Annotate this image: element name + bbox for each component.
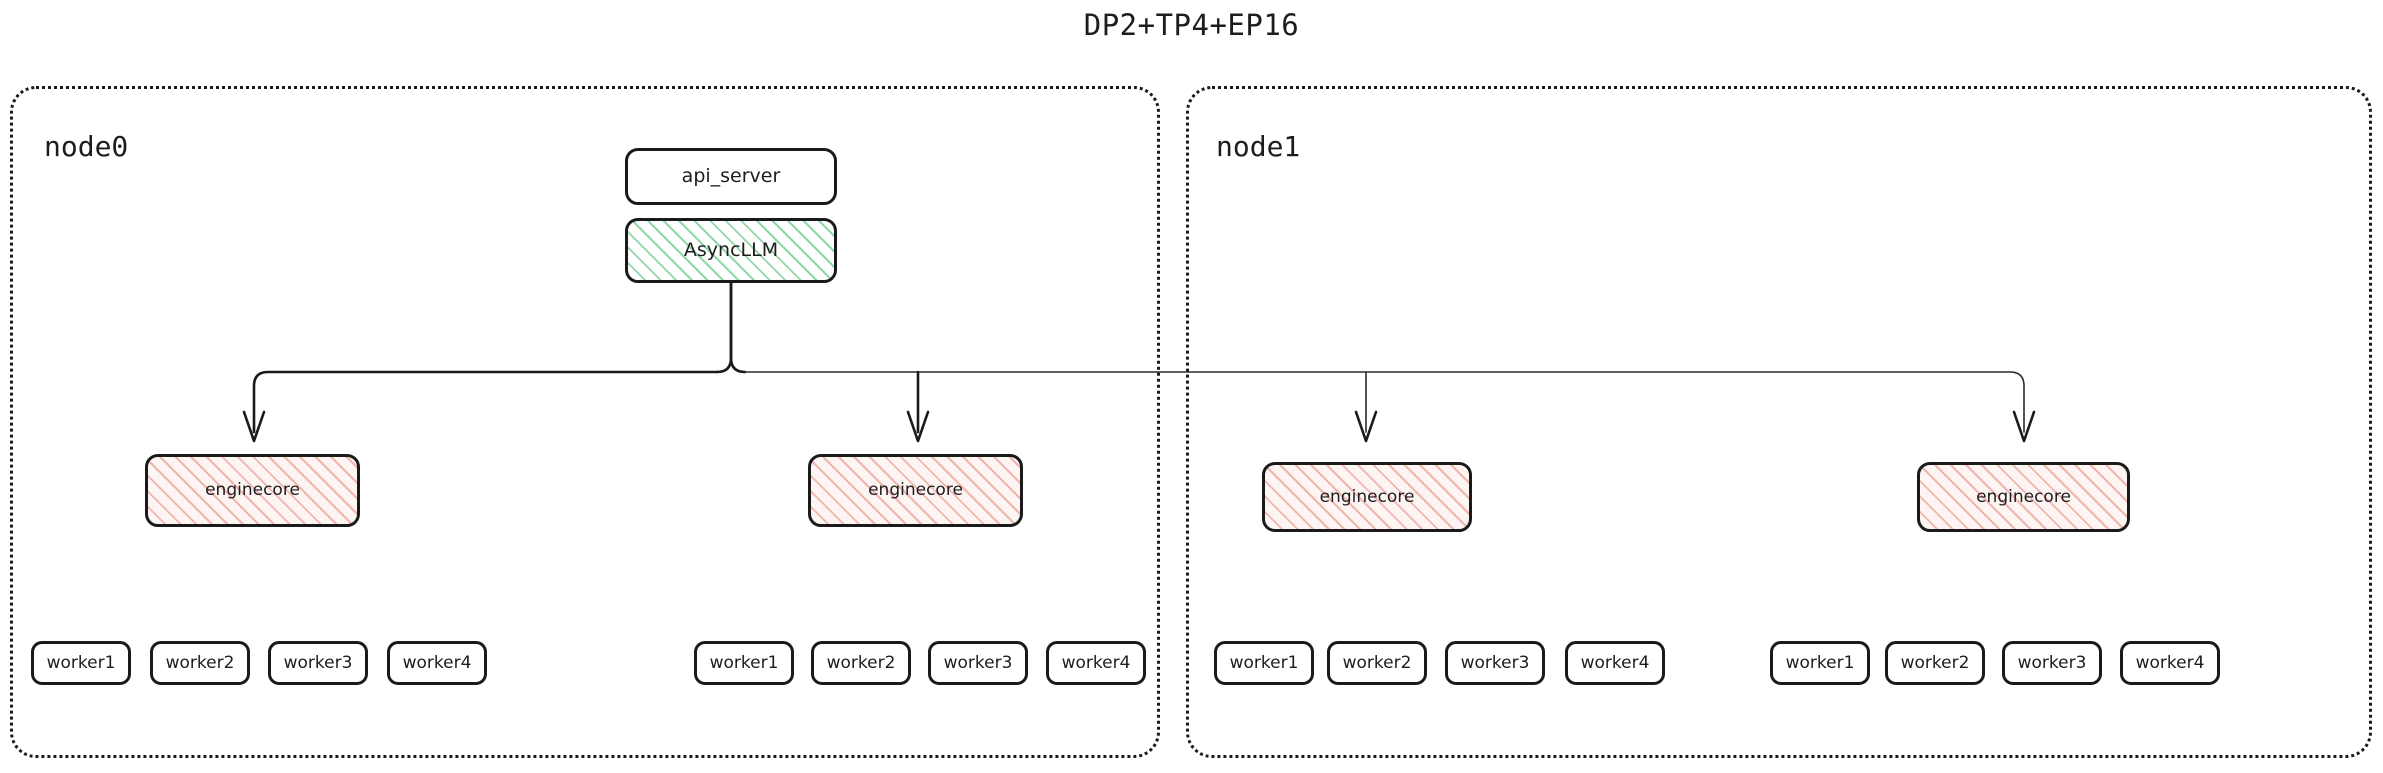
worker-label: worker3 — [943, 652, 1013, 673]
worker-box[interactable]: worker1 — [694, 641, 794, 685]
worker-box[interactable]: worker3 — [1445, 641, 1545, 685]
worker-box[interactable]: worker3 — [2002, 641, 2102, 685]
enginecore-label: enginecore — [868, 480, 963, 501]
enginecore-box[interactable]: enginecore — [808, 454, 1023, 527]
worker-label: worker1 — [1229, 652, 1299, 673]
worker-label: worker4 — [2135, 652, 2205, 673]
enginecore-label: enginecore — [1319, 486, 1415, 507]
enginecore-label: enginecore — [205, 480, 300, 501]
enginecore-label: enginecore — [1976, 486, 2071, 507]
worker-box[interactable]: worker1 — [1214, 641, 1314, 685]
worker-label: worker2 — [165, 652, 235, 673]
worker-box[interactable]: worker2 — [1327, 641, 1427, 685]
worker-box[interactable]: worker2 — [150, 641, 250, 685]
worker-label: worker2 — [1900, 652, 1970, 673]
worker-box[interactable]: worker4 — [2120, 641, 2220, 685]
async-llm-box[interactable]: AsyncLLM — [625, 218, 837, 283]
node0-label: node0 — [44, 130, 129, 163]
worker-label: worker1 — [709, 652, 779, 673]
worker-box[interactable]: worker3 — [268, 641, 368, 685]
worker-label: worker3 — [283, 652, 353, 673]
worker-box[interactable]: worker2 — [811, 641, 911, 685]
worker-box[interactable]: worker1 — [1770, 641, 1870, 685]
worker-box[interactable]: worker4 — [387, 641, 487, 685]
worker-box[interactable]: worker3 — [928, 641, 1028, 685]
node1-label: node1 — [1216, 130, 1301, 163]
worker-label: worker4 — [1580, 652, 1650, 673]
worker-box[interactable]: worker1 — [31, 641, 131, 685]
enginecore-box[interactable]: enginecore — [145, 454, 360, 527]
worker-box[interactable]: worker2 — [1885, 641, 1985, 685]
worker-label: worker3 — [2017, 652, 2087, 673]
enginecore-box[interactable]: enginecore — [1262, 462, 1472, 532]
worker-label: worker2 — [1342, 652, 1412, 673]
async-llm-label: AsyncLLM — [683, 239, 779, 262]
api-server-label: api_server — [681, 165, 781, 188]
worker-label: worker4 — [1061, 652, 1131, 673]
worker-label: worker3 — [1460, 652, 1530, 673]
worker-box[interactable]: worker4 — [1046, 641, 1146, 685]
worker-box[interactable]: worker4 — [1565, 641, 1665, 685]
worker-label: worker4 — [402, 652, 472, 673]
page-title: DP2+TP4+EP16 — [1083, 8, 1300, 42]
worker-label: worker1 — [1785, 652, 1855, 673]
api-server-box[interactable]: api_server — [625, 148, 837, 205]
worker-label: worker1 — [46, 652, 116, 673]
worker-label: worker2 — [826, 652, 896, 673]
enginecore-box[interactable]: enginecore — [1917, 462, 2130, 532]
